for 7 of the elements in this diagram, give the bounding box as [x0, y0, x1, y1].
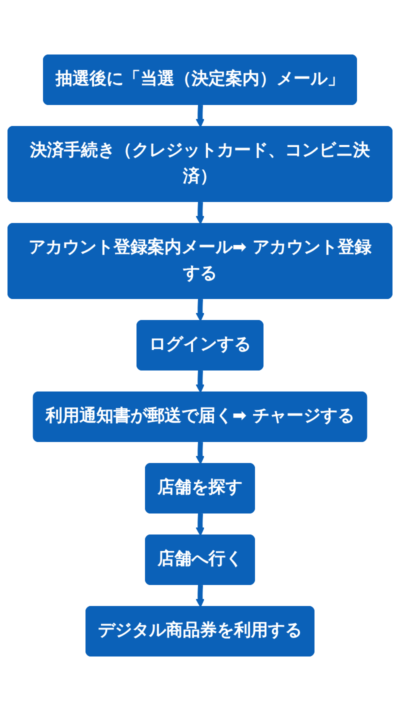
arrow: [196, 200, 205, 224]
arrow: [196, 104, 205, 127]
arrow: [196, 369, 205, 392]
arrow: [196, 298, 205, 321]
arrow: [196, 440, 205, 464]
arrow: [196, 512, 205, 536]
arrow: [196, 584, 205, 607]
